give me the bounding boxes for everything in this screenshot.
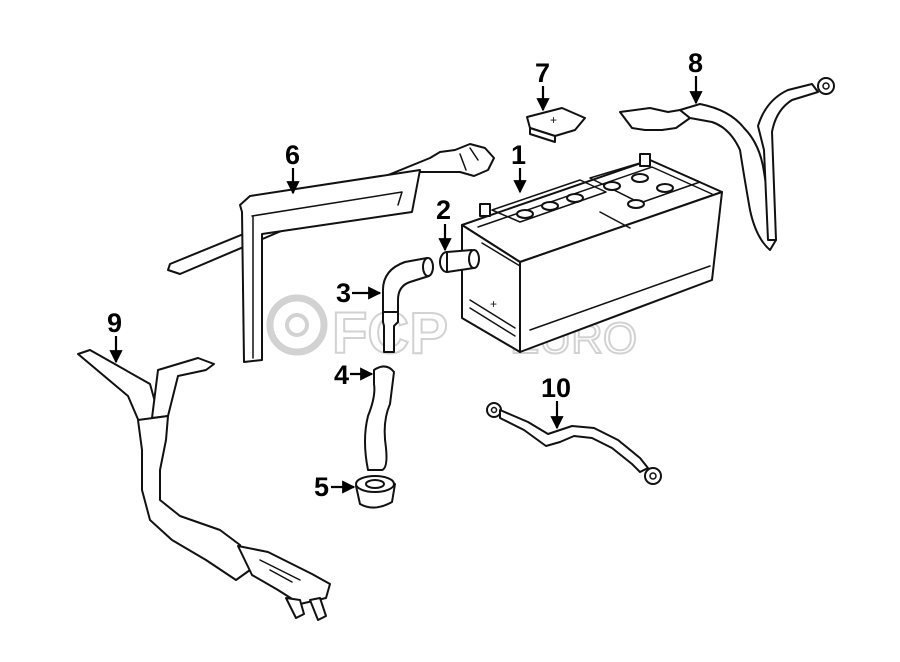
ground-strap-part [486, 402, 662, 485]
callout-7-label: 7 [535, 58, 550, 88]
positive-cable-part [77, 349, 331, 621]
vent-plug-part [439, 249, 480, 273]
callout-10: 10 [541, 373, 571, 430]
callout-4: 4 [334, 360, 374, 390]
callout-4-label: 4 [334, 360, 349, 390]
callout-5-label: 5 [314, 472, 329, 502]
cap-mark: + [550, 113, 557, 127]
watermark-logo-icon [266, 294, 328, 356]
callout-5: 5 [314, 472, 356, 502]
callout-1: 1 [511, 140, 527, 194]
elbow-hose-part [381, 257, 434, 353]
bracket-cable-part [167, 143, 495, 363]
callout-9: 9 [107, 308, 123, 364]
callout-9-label: 9 [107, 308, 122, 338]
grommet-part [355, 475, 396, 509]
callout-7: 7 [535, 58, 550, 112]
callout-8: 8 [688, 48, 703, 105]
callout-1-label: 1 [511, 140, 526, 170]
callout-6: 6 [285, 140, 300, 195]
battery-part: + [461, 153, 723, 353]
callout-2: 2 [436, 195, 452, 252]
callout-3: 3 [336, 278, 382, 308]
callout-8-label: 8 [688, 48, 703, 78]
battery-terminal-mark: + [490, 297, 497, 311]
callout-3-label: 3 [336, 278, 351, 308]
drain-tube-part [364, 365, 395, 471]
callout-2-label: 2 [436, 195, 451, 225]
terminal-cap-part: + [526, 107, 586, 143]
ground-cable-part [619, 77, 835, 251]
callout-10-label: 10 [541, 373, 571, 403]
callout-6-label: 6 [285, 140, 300, 170]
